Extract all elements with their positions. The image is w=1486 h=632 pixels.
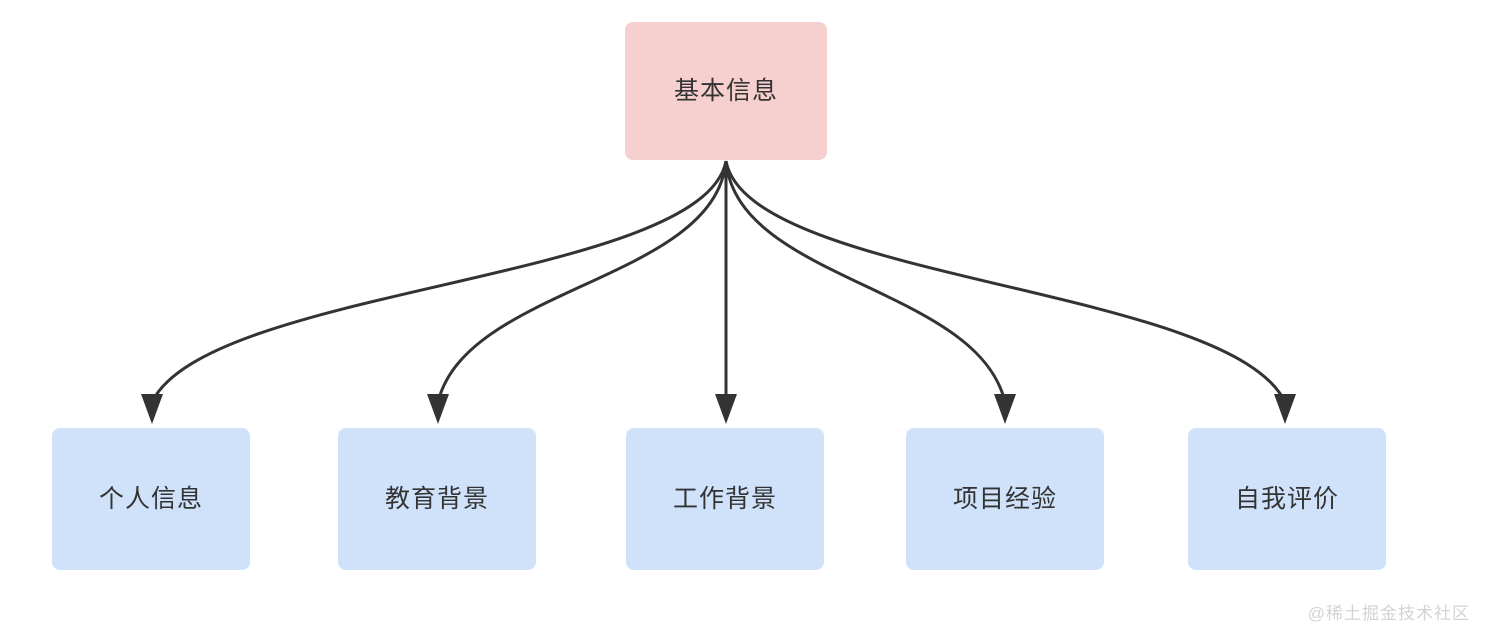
node-child-personal-info[interactable]: 个人信息	[52, 428, 250, 570]
node-root-label: 基本信息	[673, 77, 778, 105]
node-child-label: 教育背景	[384, 485, 489, 513]
node-child-label: 自我评价	[1234, 485, 1339, 513]
arrowhead-child-4	[994, 394, 1016, 424]
arrowhead-child-2	[427, 394, 449, 424]
edge-root-to-child-1	[150, 160, 728, 403]
node-child-label: 个人信息	[98, 485, 203, 513]
edge-root-to-child-5	[724, 160, 1287, 403]
arrowhead-child-5	[1274, 394, 1296, 424]
edge-root-to-child-4	[724, 160, 1007, 403]
node-child-self-evaluation[interactable]: 自我评价	[1188, 428, 1386, 570]
node-child-label: 工作背景	[672, 485, 777, 513]
node-child-project-experience[interactable]: 项目经验	[906, 428, 1104, 570]
node-child-work-background[interactable]: 工作背景	[626, 428, 824, 570]
arrowhead-child-3	[715, 394, 737, 424]
node-root-basic-info[interactable]: 基本信息	[625, 22, 827, 160]
arrowhead-child-1	[141, 394, 163, 424]
watermark-text: @稀土掘金技术社区	[1307, 604, 1470, 623]
edge-root-to-child-2	[436, 160, 728, 403]
node-child-label: 项目经验	[952, 485, 1057, 513]
node-child-education-background[interactable]: 教育背景	[338, 428, 536, 570]
